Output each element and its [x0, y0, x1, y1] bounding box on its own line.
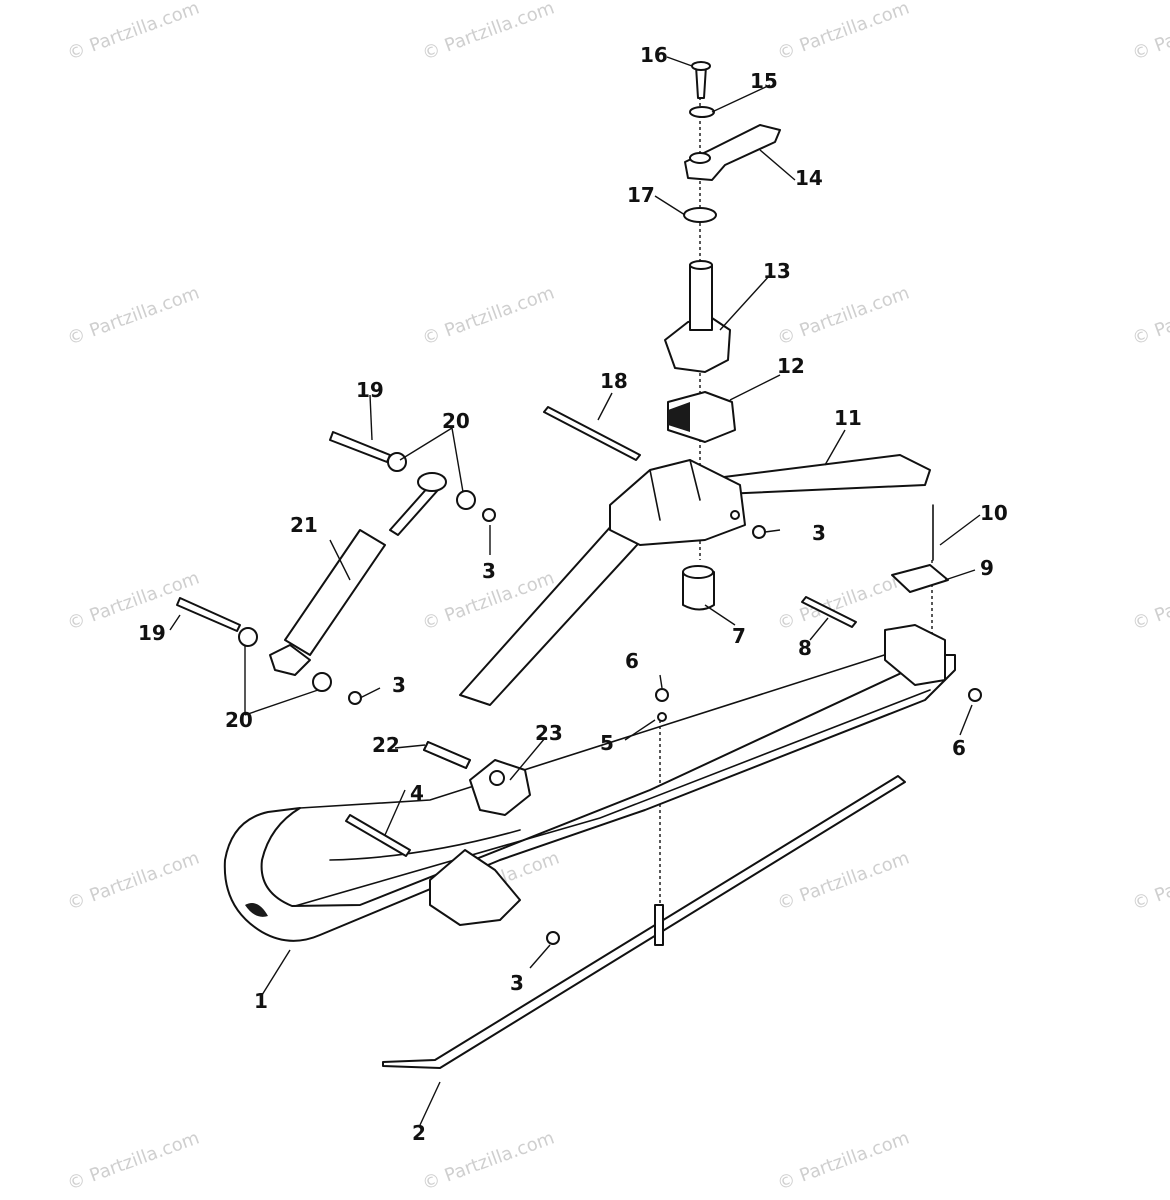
watermark: © Partzilla.com — [65, 0, 203, 65]
watermark: © Partzilla.com — [1130, 282, 1170, 349]
callout-22: 22 — [372, 733, 400, 757]
watermark: © Partzilla.com — [420, 282, 558, 349]
leaf-spring-and-bracket — [459, 406, 931, 706]
leader-lines — [169, 56, 981, 1126]
callout-16: 16 — [640, 43, 668, 67]
callout-4: 4 — [410, 781, 424, 805]
callout-8: 8 — [798, 636, 812, 660]
callout-2: 2 — [412, 1121, 426, 1145]
callout-9: 9 — [980, 556, 994, 580]
callout-21: 21 — [290, 513, 318, 537]
callout-15: 15 — [750, 69, 778, 93]
watermark: © Partzilla.com — [1130, 0, 1170, 65]
callout-3-shock-upper: 3 — [482, 559, 496, 583]
callout-20-upper: 20 — [442, 409, 470, 433]
bumper — [682, 565, 715, 611]
rear-mount — [655, 504, 982, 722]
callout-19-lower: 19 — [138, 621, 166, 645]
callout-3-bracket: 3 — [812, 521, 826, 545]
callout-19-upper: 19 — [356, 378, 384, 402]
watermark: © Partzilla.com — [65, 1127, 203, 1194]
watermark-layer: © Partzilla.com © Partzilla.com © Partzi… — [65, 0, 1170, 1195]
callout-12: 12 — [777, 354, 805, 378]
callout-1: 1 — [254, 989, 268, 1013]
callout-11: 11 — [834, 406, 862, 430]
callout-20-lower: 20 — [225, 708, 253, 732]
watermark: © Partzilla.com — [65, 847, 203, 914]
callout-6-rear: 6 — [952, 736, 966, 760]
callout-17: 17 — [627, 183, 655, 207]
watermark: © Partzilla.com — [775, 567, 913, 634]
callout-18: 18 — [600, 369, 628, 393]
spindle-assembly — [664, 61, 781, 443]
callout-7: 7 — [732, 624, 746, 648]
wear-bar — [382, 775, 906, 1069]
shock-absorber — [176, 431, 496, 769]
watermark: © Partzilla.com — [420, 0, 558, 65]
watermark: © Partzilla.com — [1130, 567, 1170, 634]
callout-10: 10 — [980, 501, 1008, 525]
callout-14: 14 — [795, 166, 823, 190]
callout-13: 13 — [763, 259, 791, 283]
callout-3-front: 3 — [510, 971, 524, 995]
watermark: © Partzilla.com — [775, 282, 913, 349]
watermark: © Partzilla.com — [1130, 847, 1170, 914]
callout-5: 5 — [600, 731, 614, 755]
callout-23: 23 — [535, 721, 563, 745]
callout-labels: 1 2 3 3 3 3 4 5 6 6 7 8 9 10 11 12 13 14… — [138, 43, 1008, 1145]
watermark: © Partzilla.com — [420, 1127, 558, 1194]
watermark: © Partzilla.com — [775, 0, 913, 65]
watermark: © Partzilla.com — [65, 282, 203, 349]
watermark: © Partzilla.com — [775, 1127, 913, 1194]
callout-3-shock-lower: 3 — [392, 673, 406, 697]
callout-6-center: 6 — [625, 649, 639, 673]
watermark: © Partzilla.com — [775, 847, 913, 914]
ski — [223, 649, 956, 942]
